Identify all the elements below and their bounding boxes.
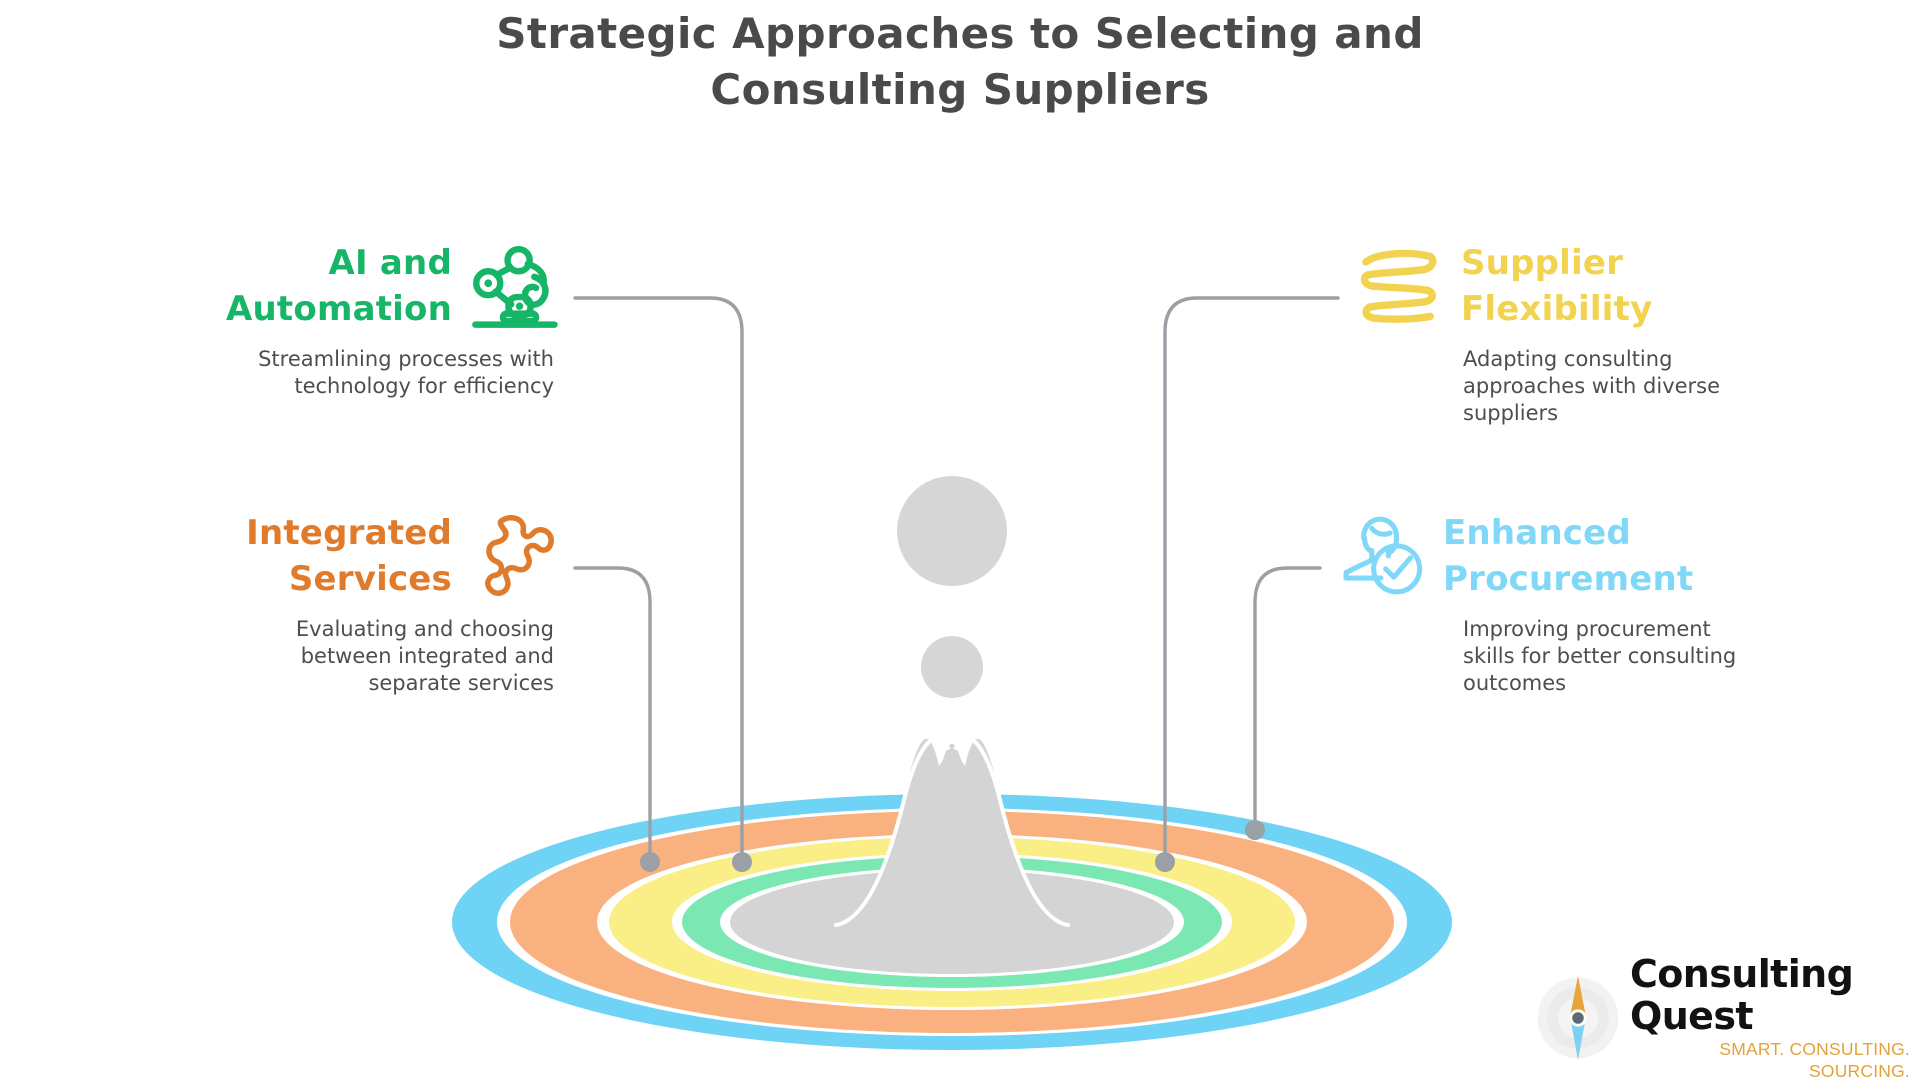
page-title: Strategic Approaches to Selecting and Co… (300, 6, 1620, 118)
feature-header: Supplier Flexibility (1353, 240, 1823, 332)
connector-enhanced-procurement (1253, 566, 1322, 832)
logo-tagline: SMART. CONSULTING. SOURCING. (1719, 1039, 1910, 1081)
feature-ai-and-automation[interactable]: AI and Automation Streamlining processes… (100, 240, 560, 400)
feature-title-integrated-services: Integrated Services (246, 513, 452, 599)
page-title-line-2: Consulting Suppliers (710, 65, 1210, 114)
feature-description-supplier-flexibility: Adapting consulting approaches with dive… (1463, 347, 1721, 425)
feature-header: Enhanced Procurement (1335, 510, 1815, 602)
needle-south (1570, 1017, 1586, 1060)
feature-title-ai-and-automation: AI and Automation (226, 243, 452, 329)
page-title-line-1: Strategic Approaches to Selecting and (496, 9, 1424, 58)
robot-arm-icon (472, 245, 558, 328)
feature-supplier-flexibility[interactable]: Supplier Flexibility Adapting consulting… (1353, 240, 1823, 427)
person-check-icon (1343, 516, 1423, 595)
feature-description-ai-and-automation: Streamlining processes with technology f… (258, 347, 554, 398)
connector-integrated-services (573, 566, 652, 864)
feature-title-enhanced-procurement: Enhanced Procurement (1443, 513, 1694, 599)
logo-brand-name: Consulting Quest (1630, 952, 1854, 1038)
feature-description-integrated-services: Evaluating and choosing between integrat… (295, 617, 554, 695)
feature-title-supplier-flexibility: Supplier Flexibility (1461, 243, 1653, 329)
feature-description-enhanced-procurement: Improving procurement skills for better … (1463, 617, 1737, 695)
connector-endpoints (640, 820, 1265, 872)
feature-enhanced-procurement[interactable]: Enhanced Procurement Improving procureme… (1335, 510, 1815, 697)
connector-ai-and-automation (573, 296, 744, 864)
logo-text: Consulting Quest SMART. CONSULTING. SOUR… (1630, 953, 1910, 1082)
connector-supplier-flexibility (1163, 296, 1340, 864)
connector-dot-enhanced-procurement (1245, 820, 1265, 840)
splash-column-body (880, 744, 1024, 930)
connector-dot-integrated-services (640, 852, 660, 872)
droplet-large (897, 476, 1007, 586)
spring-coil-icon (1360, 249, 1437, 323)
splash-highlight-left (834, 736, 950, 927)
connector-dot-supplier-flexibility (1155, 852, 1175, 872)
feature-integrated-services[interactable]: Integrated Services Evaluating and choos… (100, 510, 560, 697)
connector-lines (573, 296, 1340, 864)
connector-dot-ai-and-automation (732, 852, 752, 872)
feature-header: AI and Automation (100, 240, 560, 332)
feature-header: Integrated Services (100, 510, 560, 602)
consulting-quest-logo[interactable]: Consulting Quest SMART. CONSULTING. SOUR… (1530, 953, 1910, 1081)
compass-needle-logo-icon (1537, 975, 1619, 1060)
droplet-small (921, 636, 983, 698)
needle-north (1569, 975, 1587, 1020)
splash-highlight-right (954, 736, 1070, 927)
puzzle-piece-icon (485, 515, 554, 596)
